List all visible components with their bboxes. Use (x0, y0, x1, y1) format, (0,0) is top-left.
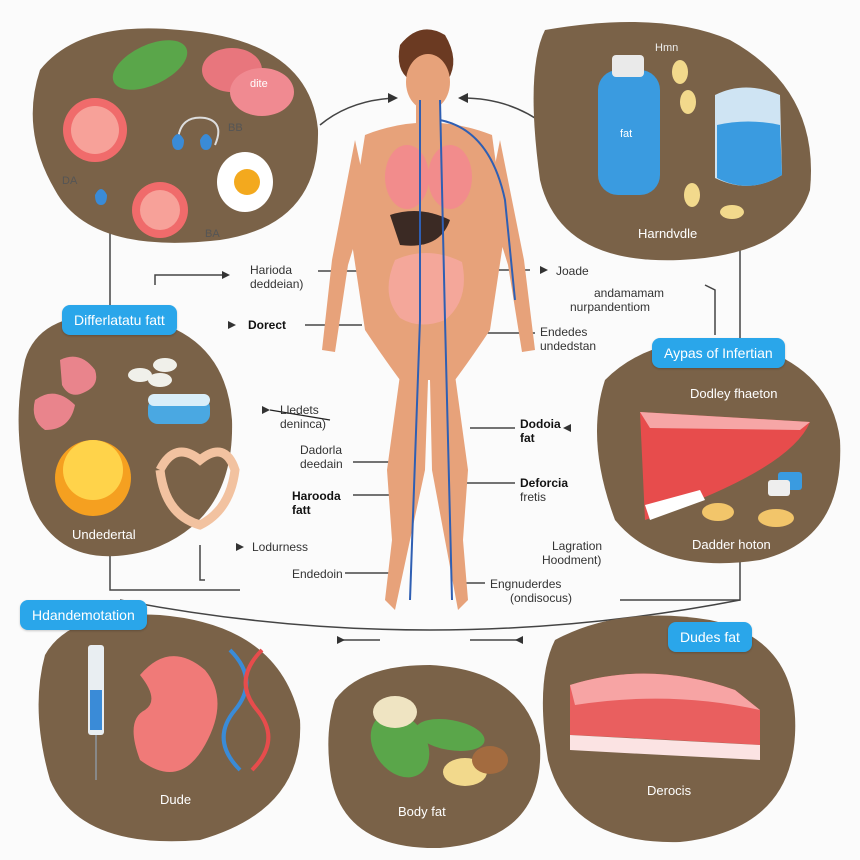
label-right-6b: Hoodment) (542, 553, 602, 567)
top-right-items (598, 55, 782, 219)
pill-left-top: Differlatatu fatt (62, 305, 177, 335)
label-right-4b: fat (520, 431, 535, 445)
label-left-2: Dorect (248, 318, 287, 332)
top-left-tiny-label-2: BA (205, 228, 220, 240)
label-right-6: Lagration (552, 539, 603, 553)
label-left-4: Dadorla (300, 443, 343, 457)
label-left-4b: deedain (300, 457, 343, 471)
bottom-left-items (88, 645, 271, 780)
body-figure (322, 29, 535, 610)
label-right-5b: fretis (520, 490, 547, 504)
label-left-5: Harooda (292, 489, 341, 503)
bottom-right-items (570, 673, 760, 760)
bottom-center-caption: Body fat (398, 804, 446, 819)
label-right-7: Engnuderdes (490, 577, 562, 591)
top-left-tiny-label-1: DA (62, 175, 78, 187)
label-right-2: andamamam (594, 286, 665, 300)
label-right-4: Dodoia (520, 417, 561, 431)
label-left-3: Lledets (280, 403, 319, 417)
pill-right-mid: Aypas of Infertian (652, 338, 785, 368)
top-right-tiny-label: Hmn (655, 42, 679, 54)
right-mid-subcaption: Dodley fhaeton (690, 386, 778, 401)
bottle-label: fat (620, 128, 633, 140)
left-mid-items (33, 356, 240, 530)
label-right-2b: nurpandentiom (570, 300, 651, 314)
pill-left-bottom: Hdandemotation (20, 600, 147, 630)
bottom-left-caption: Dude (160, 792, 192, 807)
label-left-3b: deninca) (280, 417, 327, 431)
left-mid-caption: Undedertal (72, 527, 136, 542)
label-right-7b: (ondisocus) (510, 591, 573, 605)
label-left-1: Harioda (250, 263, 293, 277)
top-left-pill-text: dite (250, 78, 268, 90)
label-right-3b: undedstan (540, 339, 597, 353)
label-right-3: Endedes (540, 325, 588, 339)
label-left-5b: fatt (292, 503, 311, 517)
pill-right-bottom: Dudes fat (668, 622, 752, 652)
right-mid-items (640, 412, 810, 527)
top-left-foods (63, 40, 294, 238)
arrowheads (222, 93, 571, 644)
label-right-5: Deforcia (520, 476, 569, 490)
right-mid-caption: Dadder hoton (692, 537, 771, 552)
label-left-7: Endedoin (292, 567, 343, 581)
label-right-1: Joade (556, 264, 589, 278)
bottom-center-items (370, 696, 508, 786)
top-right-caption: Harndvdle (638, 226, 698, 241)
bottom-right-caption: Derocis (647, 783, 692, 798)
top-left-tiny-label-3: BB (228, 122, 243, 134)
label-left-6: Lodurness (252, 540, 309, 554)
label-left-1b: deddeian) (250, 277, 304, 291)
